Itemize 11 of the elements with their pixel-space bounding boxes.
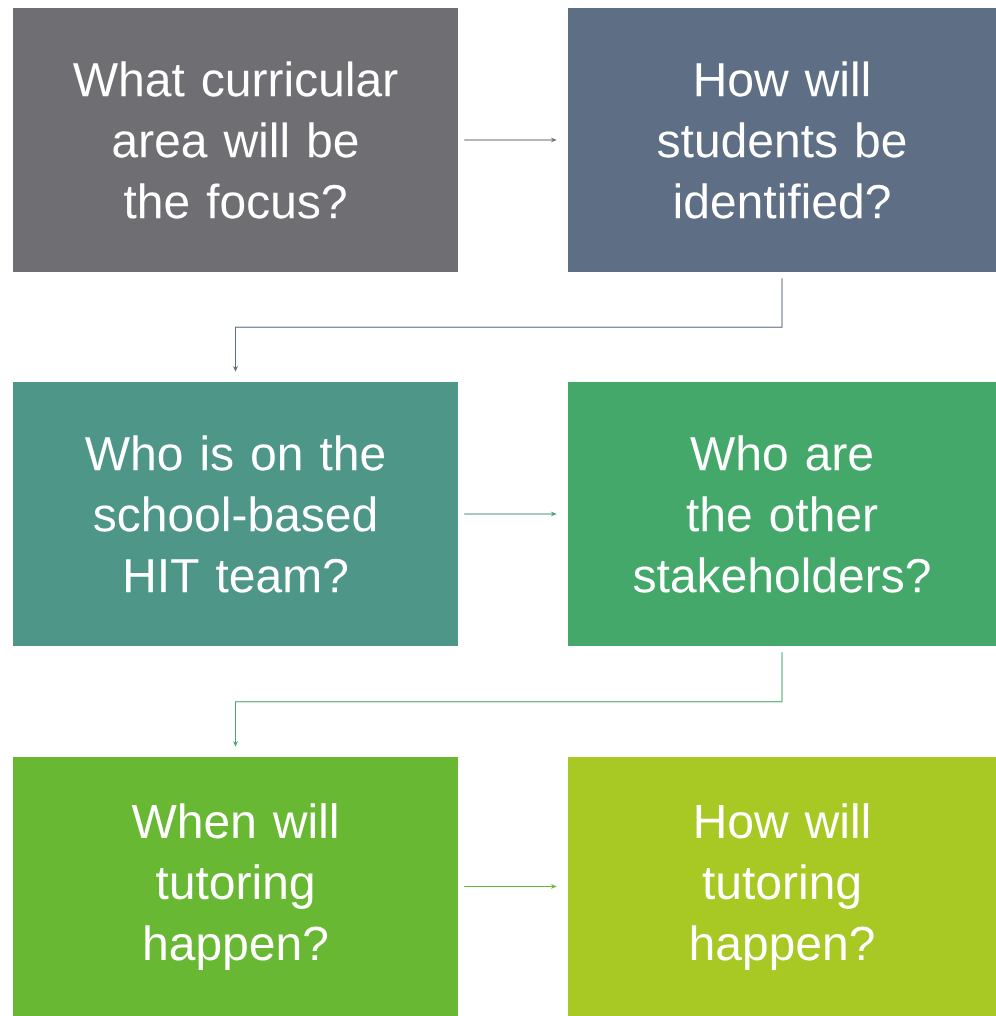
question-box: Who is on the school-based HIT team? — [13, 382, 458, 646]
question-box: How will students be identified? — [568, 8, 996, 272]
question-box: What curricular area will be the focus? — [13, 8, 458, 272]
question-box: Who are the other stakeholders? — [568, 382, 996, 646]
arrow — [233, 651, 783, 746]
question-box: How will tutoring happen? — [568, 757, 996, 1016]
arrow — [463, 884, 556, 889]
arrow — [233, 277, 783, 371]
arrow — [463, 512, 556, 516]
question-box: When will tutoring happen? — [13, 757, 458, 1016]
arrow — [463, 138, 556, 142]
